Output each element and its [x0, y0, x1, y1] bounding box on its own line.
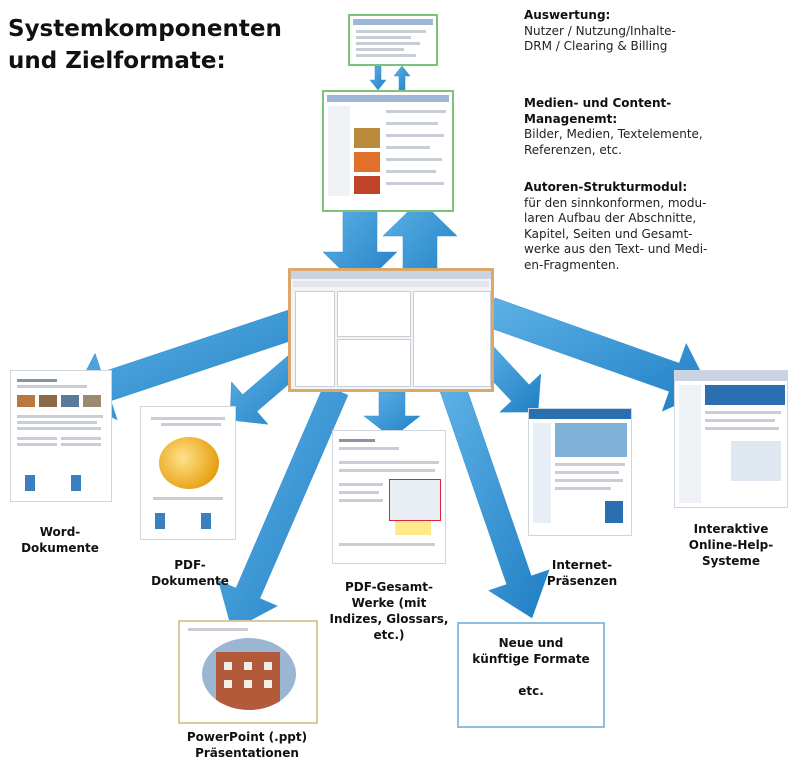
future-formats-box: Neue und künftige Formate etc.: [457, 622, 605, 728]
legend-line: Kapitel, Seiten und Gesamt-: [524, 226, 693, 241]
online-help-thumbnail: [674, 370, 788, 508]
window-titlebar: [327, 95, 449, 102]
central-authoring-app-thumbnail: [288, 268, 494, 392]
caption-line: PDF-: [174, 558, 206, 572]
caption-line: Internet-: [551, 558, 613, 572]
legend-heading: Auswertung:: [524, 8, 611, 22]
legend-line: DRM / Clearing & Billing: [524, 39, 668, 54]
powerpoint-thumbnail: [178, 620, 318, 724]
page-title: Systemkomponenten und Zielformate:: [8, 14, 282, 77]
window-menubar: [291, 271, 491, 279]
caption-line: Präsenzen: [546, 573, 618, 588]
caption-line: Systeme: [701, 553, 761, 568]
arrow-to-online-help: [484, 297, 711, 412]
window-toolbar: [293, 281, 489, 287]
title-line-2: und Zielformate:: [8, 47, 226, 74]
window-titlebar: [353, 19, 433, 25]
image-thumb: [354, 128, 380, 148]
pdf-gesamtwerk-thumbnail: [332, 430, 446, 564]
caption-word: Word- Dokumente: [14, 525, 106, 557]
caption-line: Indizes, Glossars,: [329, 611, 449, 626]
legend-heading: Autoren-Strukturmodul:: [524, 180, 688, 194]
caption-line: Dokumente: [151, 573, 229, 588]
legend-line: werke aus den Text- und Medi-: [524, 242, 708, 257]
caption-pdf: PDF- Dokumente: [140, 558, 240, 590]
caption-line: Word-: [39, 525, 81, 539]
properties-panel: [413, 291, 491, 387]
graphic-circle: [159, 437, 219, 489]
word-document-thumbnail: [10, 370, 112, 502]
caption-powerpoint: PowerPoint (.ppt) Präsentationen: [172, 730, 322, 762]
content-management-thumbnail: [322, 90, 454, 212]
structure-tree: [295, 291, 335, 387]
caption-line: PowerPoint (.ppt): [186, 730, 308, 744]
auswertung-thumbnail: [348, 14, 438, 66]
fragment-list: [337, 339, 411, 387]
caption-internet: Internet- Präsenzen: [534, 558, 630, 590]
caption-line: PDF-Gesamt-: [344, 580, 433, 594]
arrow-to-neue: [439, 381, 550, 619]
building-photo: [202, 638, 296, 710]
image-thumb: [354, 152, 380, 172]
caption-neue: Neue und künftige Formate etc.: [459, 636, 603, 700]
legend-auswertung: Auswertung: Nutzer / Nutzung/Inhalte- DR…: [524, 8, 720, 55]
caption-line: etc.: [518, 683, 544, 698]
caption-line: Werke (mit: [351, 595, 427, 610]
index-panel: [389, 479, 441, 521]
legend-line: Referenzen, etc.: [524, 142, 622, 157]
caption-line: Neue und: [498, 636, 564, 650]
folder-tree: [328, 106, 350, 196]
legend-line: laren Aufbau der Abschnitte,: [524, 211, 697, 226]
caption-line: Online-Help-: [688, 537, 774, 552]
caption-line: Dokumente: [21, 540, 99, 555]
legend-heading: Medien- und Content-Managenemt:: [524, 96, 672, 126]
caption-online-help: Interaktive Online-Help- Systeme: [676, 522, 786, 570]
legend-medien: Medien- und Content-Managenemt: Bilder, …: [524, 96, 704, 158]
caption-line: etc.): [373, 627, 405, 642]
editor-panel: [337, 291, 411, 337]
arrow-auswertung-to-content: [369, 65, 387, 91]
legend-line: en-Fragmenten.: [524, 257, 620, 272]
title-line-1: Systemkomponenten: [8, 16, 282, 42]
legend-line: Bilder, Medien, Textelemente,: [524, 127, 703, 142]
image-thumb: [354, 176, 380, 194]
caption-line: Präsentationen: [195, 745, 299, 760]
caption-line: [459, 668, 603, 684]
arrow-to-pdf-gesamt: [363, 391, 421, 439]
legend-line: Nutzer / Nutzung/Inhalte-: [524, 23, 676, 38]
arrow-content-to-auswertung: [393, 65, 411, 91]
arrow-to-powerpoint: [218, 384, 349, 631]
internet-thumbnail: [528, 408, 632, 536]
caption-pdf-gesamt: PDF-Gesamt- Werke (mit Indizes, Glossars…: [326, 580, 452, 644]
legend-line: für den sinnkonformen, modu-: [524, 195, 707, 210]
pdf-document-thumbnail: [140, 406, 236, 540]
caption-line: Interaktive: [693, 522, 769, 536]
caption-line: künftige Formate: [472, 651, 590, 666]
legend-autoren: Autoren-Strukturmodul: für den sinnkonfo…: [524, 180, 720, 274]
